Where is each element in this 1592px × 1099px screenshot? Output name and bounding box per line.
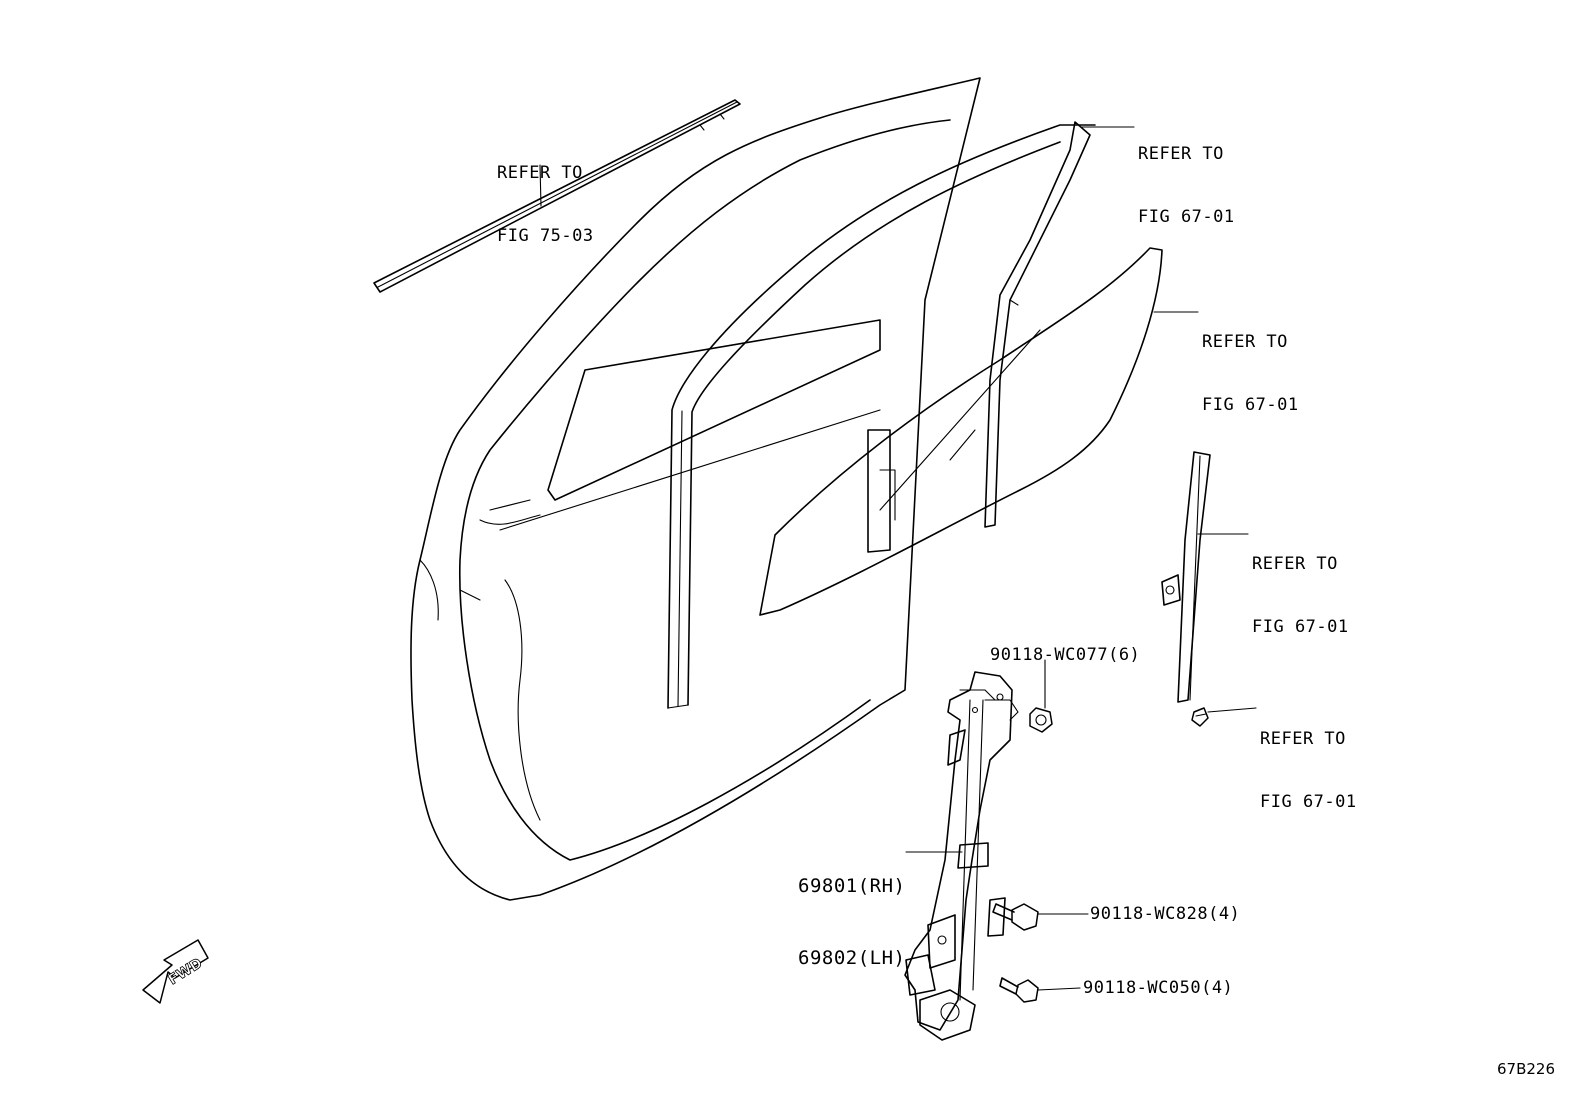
- part-regulator-label: 69801(RH) 69802(LH): [798, 826, 905, 994]
- nut-part: [1029, 707, 1053, 733]
- callout-line2: FIG 75-03: [497, 226, 594, 246]
- callout-door-glass: REFER TO FIG 67-01: [1202, 290, 1299, 437]
- bolt-lower: [999, 977, 1039, 1003]
- callout-line2: FIG 67-01: [1202, 395, 1299, 415]
- belt-molding: [373, 99, 741, 293]
- front-channel-run: [667, 124, 1096, 709]
- leader-lines: [539, 126, 1257, 991]
- callout-line1: REFER TO: [1138, 144, 1224, 164]
- part-bolt-upper-label: 90118-WC828(4): [1090, 904, 1241, 924]
- bolt-upper: [992, 903, 1039, 931]
- glass-bracket: [867, 429, 896, 553]
- rear-run-channel: [1161, 451, 1211, 703]
- callout-line1: REFER TO: [1252, 554, 1338, 574]
- part-nut-label: 90118-WC077(6): [990, 645, 1141, 665]
- part-bolt-lower-label: 90118-WC050(4): [1083, 978, 1234, 998]
- door-glass: [759, 247, 1163, 616]
- rear-upper-channel: [984, 121, 1091, 528]
- channel-clip: [1191, 707, 1209, 727]
- callout-door-frame-top: REFER TO FIG 67-01: [1138, 102, 1235, 249]
- callout-line2: FIG 67-01: [1260, 792, 1357, 812]
- callout-rear-channel: REFER TO FIG 67-01: [1252, 512, 1349, 659]
- window-regulator: [904, 671, 1019, 1041]
- door-panel: [410, 77, 981, 901]
- callout-line1: REFER TO: [497, 163, 583, 183]
- part-regulator-rh: 69801(RH): [798, 875, 906, 897]
- callout-line1: REFER TO: [1260, 729, 1346, 749]
- part-regulator-lh: 69802(LH): [798, 947, 906, 969]
- callout-line2: FIG 67-01: [1138, 207, 1235, 227]
- callout-channel-bolt: REFER TO FIG 67-01: [1260, 687, 1357, 834]
- figure-code: 67B226: [1497, 1060, 1556, 1078]
- callout-belt-molding: REFER TO FIG 75-03: [497, 121, 594, 268]
- callout-line2: FIG 67-01: [1252, 617, 1349, 637]
- callout-line1: REFER TO: [1202, 332, 1288, 352]
- fwd-arrow-icon: FWD: [142, 939, 209, 1004]
